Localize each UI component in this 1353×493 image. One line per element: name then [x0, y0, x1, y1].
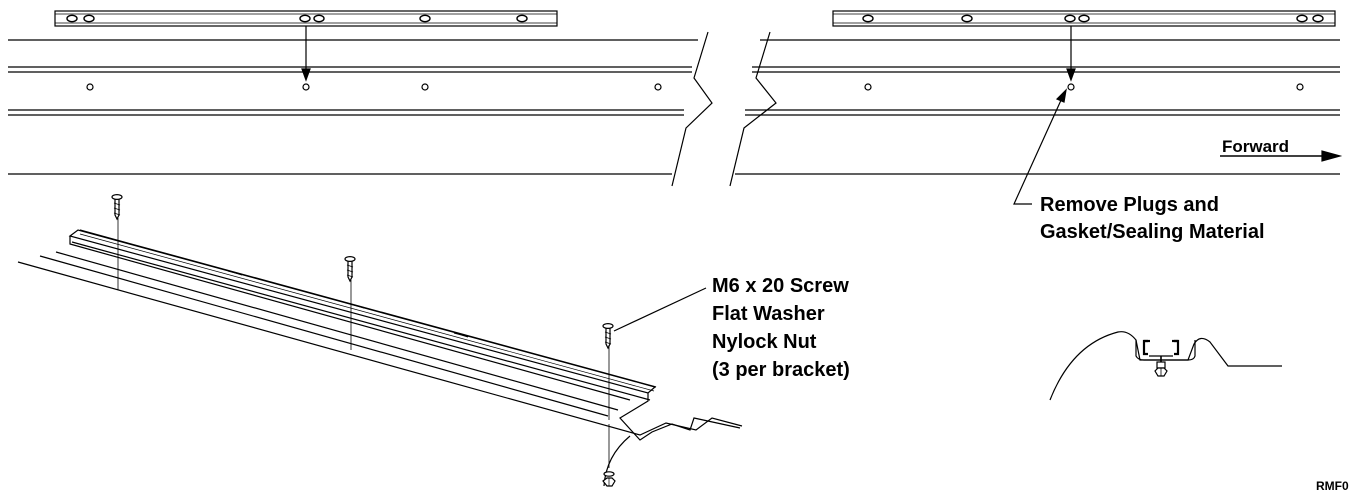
forward-indicator	[1220, 150, 1343, 162]
rail-hole	[302, 83, 310, 91]
remove-plugs-label: Remove Plugs and	[1040, 194, 1219, 216]
break-line-right	[729, 31, 777, 187]
remove-plugs-label-line2: Gasket/Sealing Material	[1040, 221, 1265, 243]
cross-section-detail	[1049, 331, 1282, 401]
bracket-slot	[1078, 14, 1090, 23]
bracket-slot	[862, 14, 874, 23]
bracket-slot	[961, 14, 973, 23]
break-line-left	[671, 31, 713, 187]
bracket-slot	[1064, 14, 1076, 23]
bracket-slot	[1312, 14, 1324, 23]
figure-code: RMF0	[1316, 479, 1349, 493]
screw	[344, 256, 356, 283]
bracket-right	[832, 10, 1336, 82]
bracket-left	[54, 10, 558, 82]
bracket-slot	[419, 14, 431, 23]
bracket-slot	[516, 14, 528, 23]
washer-and-nut	[602, 471, 616, 487]
leader-arrow-head	[1055, 88, 1067, 103]
hardware-label-washer: Flat Washer	[712, 303, 825, 325]
bracket-slot	[313, 14, 325, 23]
rail-hole	[1067, 83, 1075, 91]
hardware-label-quantity: (3 per bracket)	[712, 359, 850, 381]
hardware-label-nut: Nylock Nut	[712, 331, 817, 353]
forward-label: Forward	[1222, 137, 1289, 156]
bracket-slot	[1296, 14, 1308, 23]
rail-hole	[421, 83, 429, 91]
rail-top-view-right	[729, 31, 1340, 187]
rail-top-view-left	[8, 31, 713, 187]
screw	[602, 323, 614, 350]
remove-plugs-leader	[1013, 88, 1067, 205]
arrow-head	[1066, 68, 1076, 82]
rail-hole	[654, 83, 662, 91]
bracket-slot	[83, 14, 95, 23]
bracket-slot	[299, 14, 311, 23]
forward-arrow-head	[1321, 150, 1343, 162]
hardware-leader	[613, 287, 707, 332]
arrow-head	[301, 68, 311, 82]
rail-hole	[864, 83, 872, 91]
hardware-label-screw: M6 x 20 Screw	[712, 275, 849, 297]
rail-hole	[86, 83, 94, 91]
bracket-slot	[66, 14, 78, 23]
screw	[111, 194, 123, 221]
rail-hole	[1296, 83, 1304, 91]
isometric-assembly	[17, 194, 743, 487]
